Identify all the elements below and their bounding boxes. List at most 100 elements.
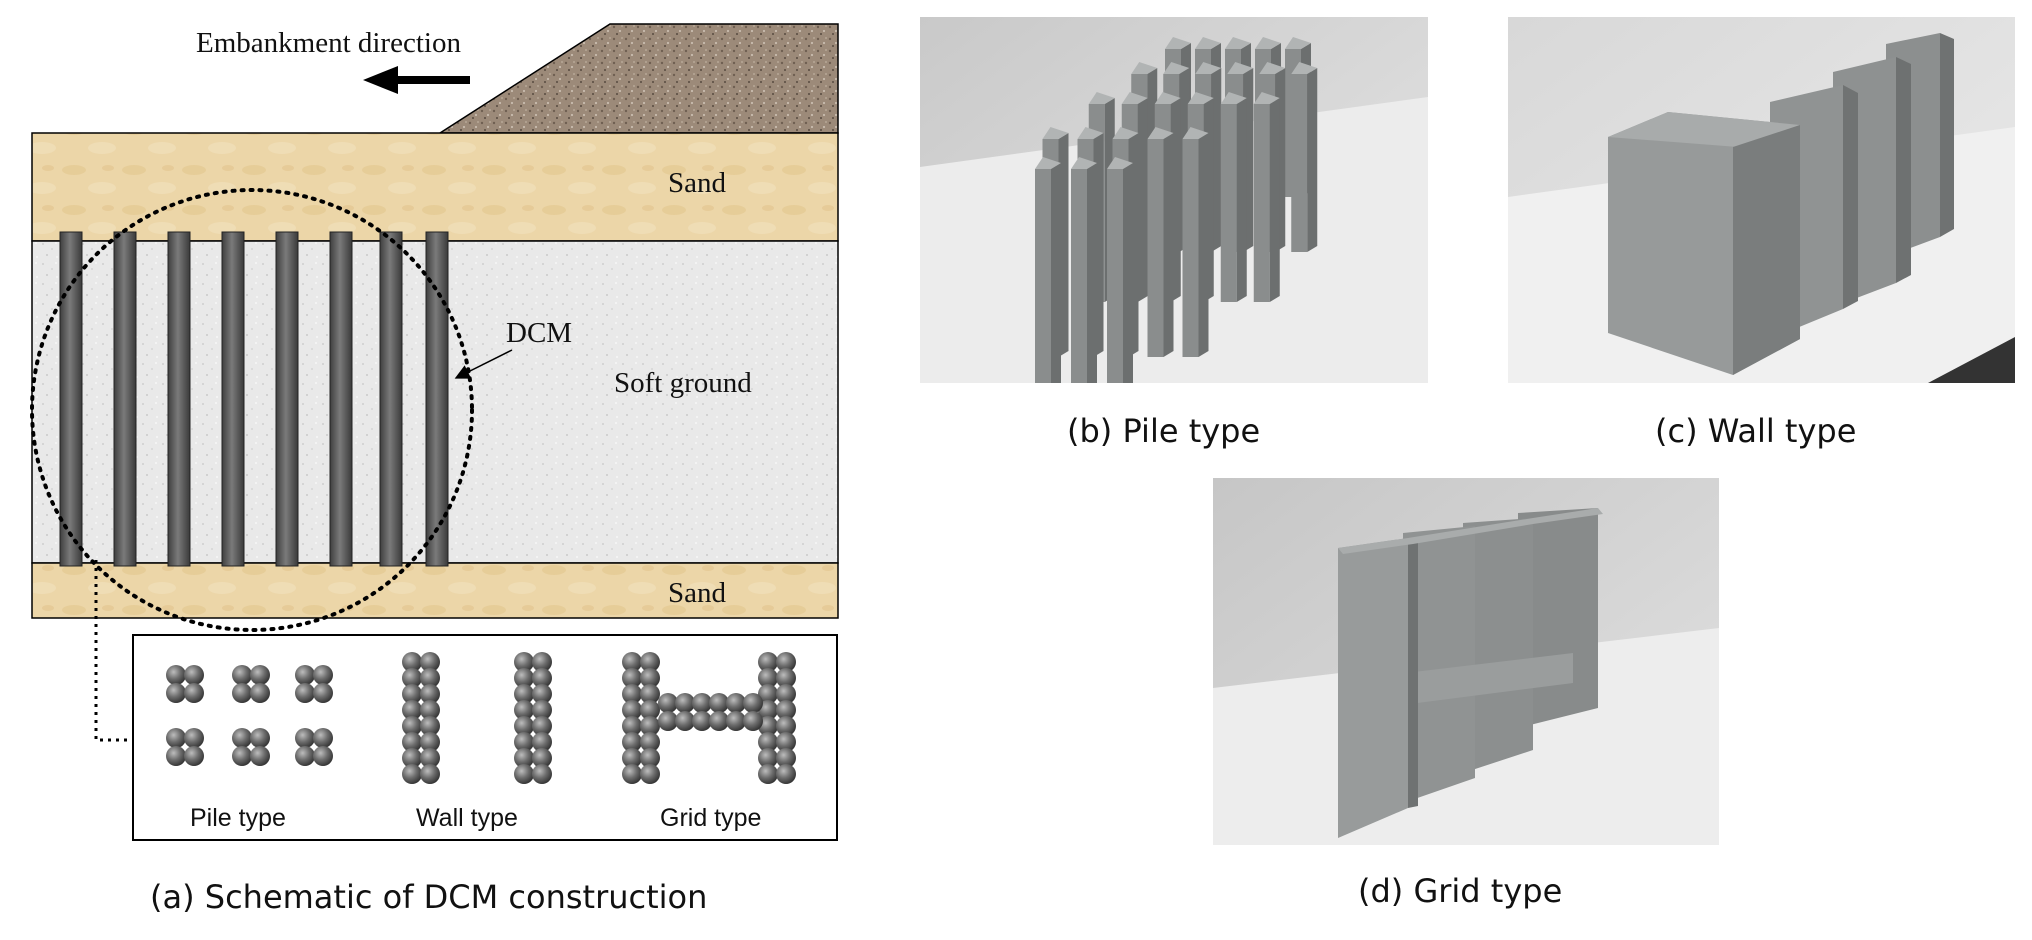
dcm-element-circle xyxy=(313,665,333,685)
dcm-element-circle xyxy=(514,764,534,784)
dcm-element-circle xyxy=(776,732,796,752)
dcm-columns xyxy=(59,231,449,567)
dcm-element-circle xyxy=(758,668,778,688)
dcm-column xyxy=(425,231,449,567)
dcm-element-circle xyxy=(640,652,660,672)
dcm-element-circle xyxy=(166,683,186,703)
dcm-element-circle xyxy=(622,716,642,736)
dcm-element-circle xyxy=(232,746,252,766)
dcm-element-circle xyxy=(692,693,712,713)
soft-ground-label: Soft ground xyxy=(614,367,752,399)
dcm-element-circle xyxy=(250,665,270,685)
dcm-element-circle xyxy=(640,684,660,704)
dcm-element-circle xyxy=(313,728,333,748)
dcm-element-circle xyxy=(675,693,695,713)
pile-photo-caption: (b) Pile type xyxy=(1067,412,1261,450)
embankment-fill xyxy=(437,23,839,134)
dcm-element-circle xyxy=(532,684,552,704)
wall-specimen xyxy=(1608,112,1800,375)
dcm-element-circle xyxy=(532,668,552,688)
dcm-element-circle xyxy=(232,665,252,685)
dcm-element-circle xyxy=(514,684,534,704)
dcm-element-circle xyxy=(622,684,642,704)
dcm-element-circle xyxy=(692,711,712,731)
sand-top-label: Sand xyxy=(668,167,727,199)
dcm-element-circle xyxy=(532,764,552,784)
dcm-element-circle xyxy=(420,748,440,768)
dcm-element-circle xyxy=(640,668,660,688)
pile-specimen xyxy=(1071,157,1097,383)
dcm-element-circle xyxy=(514,748,534,768)
pile-type-label: Pile type xyxy=(190,804,286,832)
dcm-element-circle xyxy=(622,764,642,784)
dcm-schematic: Embankment direction Sand Soft ground Sa… xyxy=(30,23,839,841)
dcm-element-circle xyxy=(758,684,778,704)
dcm-element-circle xyxy=(313,746,333,766)
dcm-element-circle xyxy=(402,732,422,752)
dcm-element-circle xyxy=(532,748,552,768)
dcm-element-circle xyxy=(776,700,796,720)
dcm-column xyxy=(113,231,137,567)
dcm-element-circle xyxy=(726,711,746,731)
dcm-element-circle xyxy=(166,728,186,748)
pile-specimen xyxy=(1107,157,1133,383)
dcm-element-circle xyxy=(402,700,422,720)
sand-bottom-label: Sand xyxy=(668,577,727,609)
dcm-element-circle xyxy=(184,728,204,748)
grid-specimen xyxy=(1338,508,1603,838)
dcm-element-circle xyxy=(622,668,642,688)
dcm-element-circle xyxy=(776,748,796,768)
dcm-element-circle xyxy=(295,728,315,748)
dcm-element-circle xyxy=(776,684,796,704)
dcm-element-circle xyxy=(250,728,270,748)
dcm-column xyxy=(167,231,191,567)
detail-connector xyxy=(94,560,130,742)
wall-type-label: Wall type xyxy=(416,804,518,832)
dcm-element-circle xyxy=(658,711,678,731)
pile-type-photo xyxy=(920,17,1428,383)
pile-specimen xyxy=(1147,127,1174,357)
dcm-element-circle xyxy=(758,732,778,752)
dcm-element-circle xyxy=(184,746,204,766)
dcm-column xyxy=(275,231,299,567)
dcm-element-circle xyxy=(675,711,695,731)
dcm-element-circle xyxy=(514,668,534,688)
dcm-element-circle xyxy=(402,748,422,768)
dcm-element-circle xyxy=(184,665,204,685)
dcm-element-circle xyxy=(514,732,534,752)
dcm-element-circle xyxy=(622,748,642,768)
dcm-element-circle xyxy=(640,732,660,752)
dcm-element-circle xyxy=(640,716,660,736)
dcm-element-circle xyxy=(514,716,534,736)
wall-photo-caption: (c) Wall type xyxy=(1655,412,1857,450)
dcm-element-circle xyxy=(420,732,440,752)
pile-specimen xyxy=(1182,127,1209,357)
detail-circle xyxy=(30,188,474,632)
dcm-element-circle xyxy=(658,693,678,713)
dcm-element-circle xyxy=(420,700,440,720)
dcm-element-circle xyxy=(232,728,252,748)
dcm-element-circle xyxy=(402,652,422,672)
sand-layer-top xyxy=(31,132,839,242)
pile-specimen xyxy=(1035,157,1061,383)
dcm-element-circle xyxy=(532,700,552,720)
dcm-element-circle xyxy=(640,764,660,784)
dcm-element-circle xyxy=(313,683,333,703)
dcm-element-circle xyxy=(514,652,534,672)
pile-specimen xyxy=(1291,62,1318,252)
dcm-element-circle xyxy=(758,700,778,720)
dcm-element-circle xyxy=(166,746,186,766)
dcm-element-circle xyxy=(758,748,778,768)
embankment-arrow-head xyxy=(363,66,398,94)
dcm-element-circle xyxy=(295,665,315,685)
embankment-direction-label: Embankment direction xyxy=(196,27,461,59)
dcm-element-circle xyxy=(420,668,440,688)
dcm-element-circle xyxy=(402,716,422,736)
dcm-element-circle xyxy=(758,764,778,784)
grid-type-label: Grid type xyxy=(660,804,761,832)
dcm-column xyxy=(329,231,353,567)
dcm-element-circle xyxy=(166,665,186,685)
dcm-element-circle xyxy=(776,764,796,784)
dcm-element-circle xyxy=(250,746,270,766)
dcm-leader-line xyxy=(454,349,513,379)
